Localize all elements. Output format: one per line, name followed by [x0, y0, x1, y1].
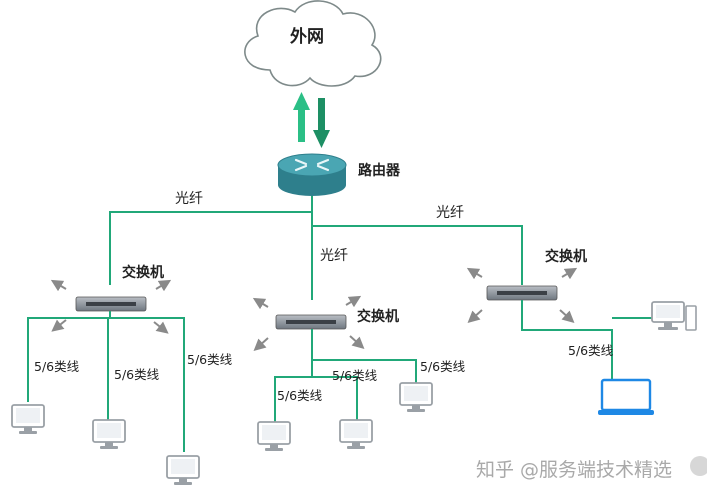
upload-arrow-icon	[293, 92, 310, 142]
watermark: 知乎 @服务端技术精选	[476, 459, 672, 481]
cable-label-2: 5/6类线	[114, 367, 160, 382]
cable-label-1: 5/6类线	[34, 359, 80, 374]
switch-icon	[50, 279, 172, 334]
monitor-icon	[339, 419, 373, 449]
monitor-icon	[11, 404, 45, 434]
cable-label-4: 5/6类线	[277, 388, 323, 403]
monitor-icon	[257, 421, 291, 451]
watermark-badge	[690, 456, 707, 476]
cloud-icon	[244, 0, 382, 87]
fiber-label-right: 光纤	[436, 205, 464, 221]
desktop-icon	[651, 301, 697, 331]
router-label: 路由器	[358, 162, 401, 179]
cable-label-7: 5/6类线	[568, 343, 614, 358]
fiber-label-center: 光纤	[320, 248, 348, 264]
internet-label: 外网	[290, 26, 324, 47]
cable-label-6: 5/6类线	[420, 359, 466, 374]
fiber-label-left: 光纤	[175, 191, 203, 207]
monitor-icon	[166, 455, 200, 485]
cable-links	[27, 300, 660, 452]
switch-icon	[466, 267, 578, 324]
download-arrow-icon	[313, 98, 330, 148]
switch-label-center: 交换机	[357, 308, 399, 325]
monitor-icon	[92, 419, 126, 449]
monitor-icon	[399, 382, 433, 412]
switch-icon	[252, 295, 365, 352]
cable-label-3: 5/6类线	[187, 352, 233, 367]
uplink-arrows	[293, 92, 330, 148]
fiber-links	[109, 196, 523, 300]
switch-label-right: 交换机	[545, 248, 587, 265]
cable-label-5: 5/6类线	[332, 368, 378, 383]
switch-label-left: 交换机	[122, 264, 164, 281]
router-icon	[277, 153, 347, 196]
laptop-icon	[598, 378, 654, 415]
